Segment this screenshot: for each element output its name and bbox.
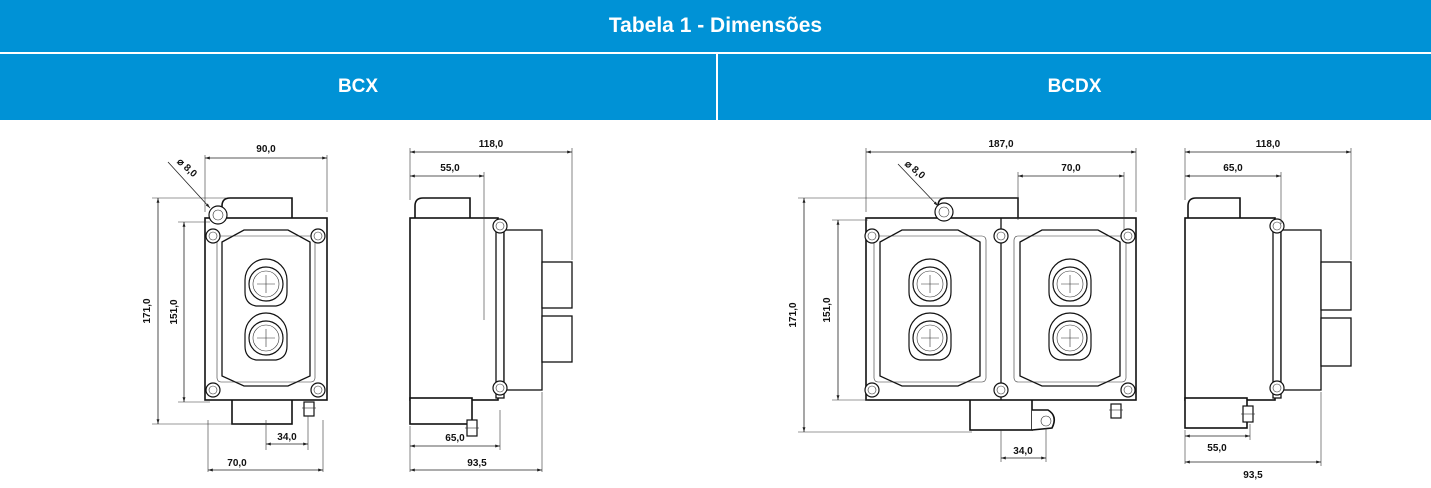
bcx-width-label: 90,0 [256,144,276,155]
bcdx-upper-width-label: 70,0 [1061,163,1081,174]
bcx-base-label: 93,5 [467,458,487,469]
bcdx-height-label: 171,0 [788,302,799,327]
bcx-inner-height-label: 151,0 [169,299,180,324]
table-header-row: BCX BCDX [0,54,1431,120]
table-title: Tabela 1 - Dimensões [0,0,1431,54]
bcx-front-view [204,197,328,425]
bcdx-inner-height-label: 151,0 [822,297,833,322]
bcx-hole-label: ⌀ 8,0 [175,156,200,180]
bcx-offset-label: 34,0 [277,432,297,443]
bcx-side-view [409,197,573,437]
column-header-bcx: BCX [0,54,718,120]
bcx-bottom-width-label: 70,0 [227,458,247,469]
bcx-upper-label: 55,0 [440,163,460,174]
bcx-side-dimensions: 118,0 55,0 65,0 93,5 [409,139,573,472]
bcdx-hole-label: ⌀ 8,0 [902,159,927,182]
bcdx-depth-label: 118,0 [1256,139,1281,150]
bcdx-lower-label: 55,0 [1207,443,1227,454]
bcdx-side-dimensions: 118,0 65,0 55,0 93,5 [1184,139,1352,481]
bcdx-width-label: 187,0 [988,139,1013,150]
bcx-height-label: 171,0 [142,298,153,323]
column-header-bcdx: BCDX [718,54,1431,120]
bcx-depth-label: 118,0 [479,139,504,150]
dimension-drawings: 90,0 ⌀ 8,0 171,0 151,0 34,0 70,0 [142,139,1352,481]
bcdx-side-view [1184,197,1352,429]
bcdx-offset-label: 34,0 [1013,446,1033,457]
bcdx-front-view [864,197,1137,431]
bcdx-base-label: 93,5 [1243,470,1263,481]
bcdx-upper-label: 65,0 [1223,163,1243,174]
bcx-lower-label: 65,0 [445,433,465,444]
